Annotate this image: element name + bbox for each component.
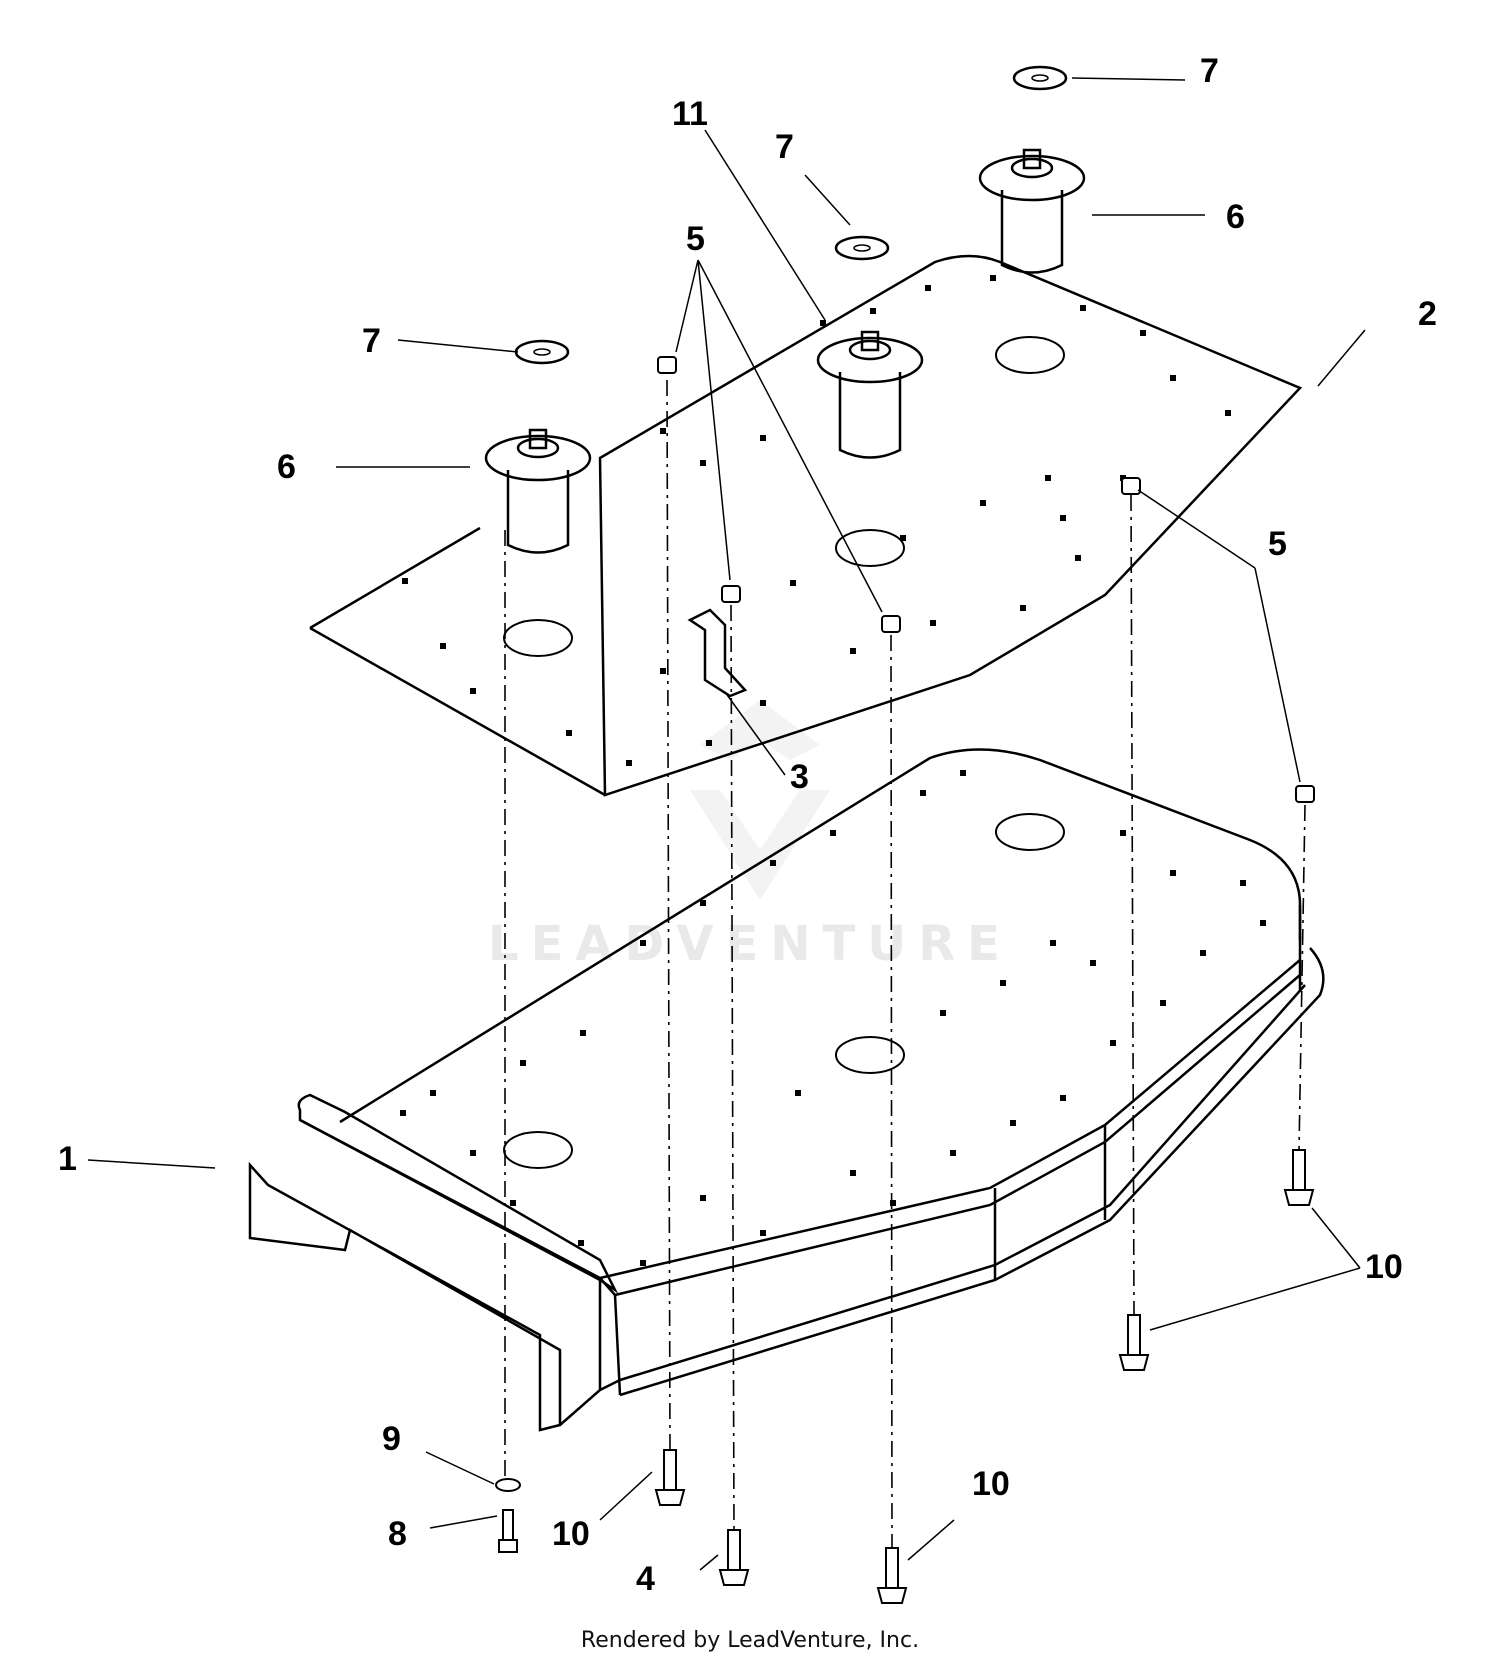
callout-9: 9 <box>382 1420 401 1458</box>
callout-6-right: 6 <box>1226 198 1245 236</box>
watermark-logo <box>690 700 830 900</box>
mower-deck <box>248 748 1325 1432</box>
callout-5-left: 5 <box>686 220 705 258</box>
callout-8: 8 <box>388 1515 407 1553</box>
callout-11: 11 <box>672 95 708 133</box>
top-plate <box>309 254 1303 797</box>
bolts <box>495 1149 1315 1604</box>
deck-holes <box>400 770 1266 1266</box>
callout-3: 3 <box>790 758 809 796</box>
spindle-right <box>978 148 1086 274</box>
spindle-left <box>484 428 592 554</box>
top-plate-holes <box>402 275 1231 766</box>
callout-2: 2 <box>1418 295 1437 333</box>
callout-10-left: 10 <box>552 1515 590 1553</box>
leader-lines <box>87 77 1366 1571</box>
callout-5-right: 5 <box>1268 525 1287 563</box>
spindle-center <box>816 330 924 459</box>
callout-1: 1 <box>58 1140 77 1178</box>
alignment-lines <box>504 379 1306 1549</box>
callout-4: 4 <box>636 1560 655 1598</box>
callout-7-right: 7 <box>1200 52 1219 90</box>
callout-6-left: 6 <box>277 448 296 486</box>
watermark-text: LEADVENTURE <box>488 916 1012 972</box>
callout-7-center: 7 <box>775 128 794 166</box>
callout-10-center: 10 <box>972 1465 1010 1503</box>
lock-nuts <box>657 356 1315 803</box>
bracket-part <box>687 608 748 698</box>
callout-10-right: 10 <box>1365 1248 1403 1286</box>
render-caption: Rendered by LeadVenture, Inc. <box>580 1628 920 1653</box>
washers <box>514 65 1068 365</box>
callout-7-left: 7 <box>362 322 381 360</box>
